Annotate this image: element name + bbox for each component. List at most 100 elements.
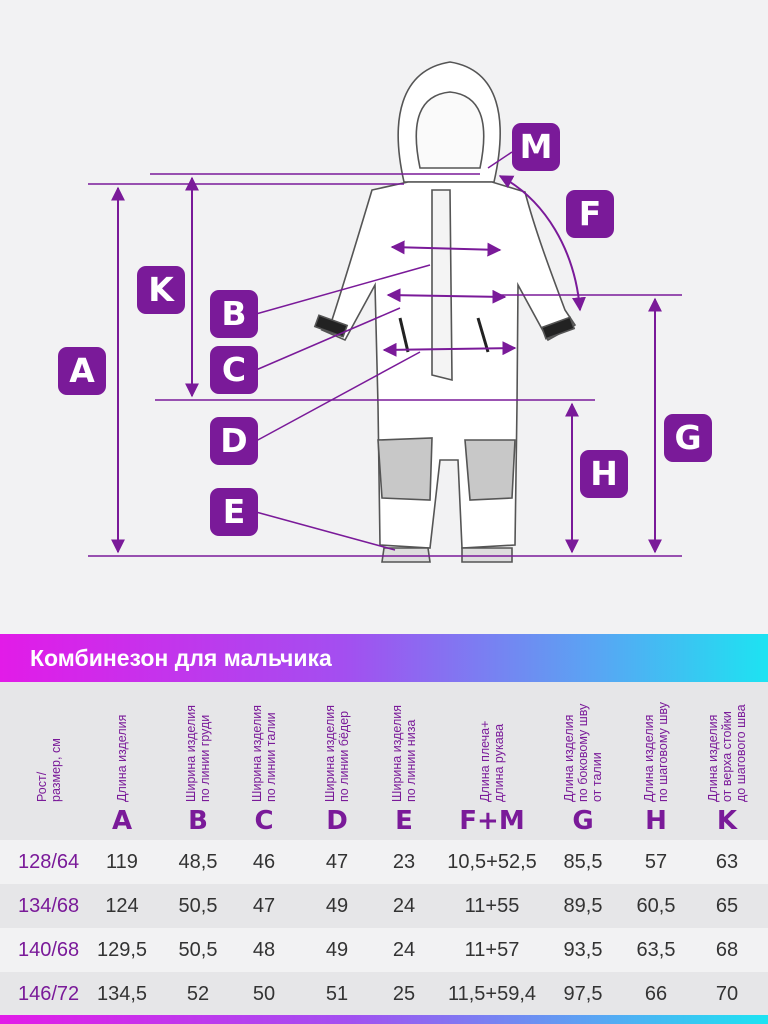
value-cell: 93,5 (563, 939, 603, 961)
reference-lines (88, 173, 682, 557)
header-caption-line: по линии груди (198, 714, 212, 802)
value-cell: 50,5 (178, 895, 218, 917)
table-title-bar: Комбинезон для мальчика (0, 634, 768, 682)
value-cell: 66 (644, 983, 668, 1005)
label-d: D (210, 417, 258, 465)
value-cell: 49 (325, 895, 349, 917)
header-caption-line: по линии низа (404, 719, 418, 802)
label-f: F (566, 190, 614, 238)
value-cell: 70 (715, 983, 739, 1005)
header-caption-line: Длина изделия (562, 714, 576, 802)
header-caption-line: длина рукава (492, 723, 506, 802)
header-caption-line: Длина изделия (706, 714, 720, 802)
value-cell: 50 (252, 983, 276, 1005)
value-cell: 134,5 (96, 983, 148, 1005)
header-letter: H (645, 806, 667, 836)
header-caption-line: Длина изделия (115, 714, 129, 802)
value-cell: 46 (252, 851, 276, 873)
header-caption-line: Длина плеча+ (478, 720, 492, 802)
dimension-arrows (111, 151, 662, 554)
value-cell: 49 (325, 939, 349, 961)
header-letter: E (395, 806, 413, 836)
header-letter: A (111, 806, 133, 836)
header-col-0: Рост/размер, см (14, 682, 84, 840)
header-letter: D (326, 806, 348, 836)
header-caption-line: Ширина изделия (390, 704, 404, 802)
value-cell: 51 (325, 983, 349, 1005)
value-cell: 129,5 (96, 939, 148, 961)
size-cell: 146/72 (18, 983, 80, 1005)
value-cell: 11+55 (464, 895, 520, 917)
value-cell: 47 (252, 895, 276, 917)
header-caption-line: размер, см (49, 738, 63, 802)
header-letter: G (572, 806, 594, 836)
value-cell: 97,5 (563, 983, 603, 1005)
value-cell: 48 (252, 939, 276, 961)
value-cell: 11,5+59,4 (447, 983, 537, 1005)
value-cell: 60,5 (636, 895, 676, 917)
header-caption: Длина плеча+длина рукава (478, 721, 506, 802)
value-cell: 10,5+52,5 (447, 851, 537, 873)
header-caption-line: по линии талии (264, 712, 278, 802)
table-row: 140/68 129,5 50,5 48 49 24 11+57 93,5 63,5 68 (0, 928, 768, 972)
header-caption-line: от талии (590, 752, 604, 802)
value-cell: 85,5 (563, 851, 603, 873)
value-cell: 25 (392, 983, 416, 1005)
value-cell: 57 (644, 851, 668, 873)
header-caption-line: Ширина изделия (323, 704, 337, 802)
size-cell: 134/68 (18, 895, 80, 917)
bottom-gradient-bar (0, 1015, 768, 1024)
value-cell: 119 (106, 851, 138, 873)
value-cell: 50,5 (178, 939, 218, 961)
header-letter: C (254, 806, 274, 836)
value-cell: 124 (105, 895, 139, 917)
table-row: 146/72 134,5 52 50 51 25 11,5+59,4 97,5 66 70 (0, 972, 768, 1016)
label-a: A (58, 347, 106, 395)
value-cell: 65 (715, 895, 739, 917)
label-g: G (664, 414, 712, 462)
header-caption-line: по боковому шву (576, 703, 590, 802)
value-cell: 47 (325, 851, 349, 873)
value-cell: 63,5 (636, 939, 676, 961)
value-cell: 52 (186, 983, 210, 1005)
garment-diagram (88, 61, 682, 563)
header-caption-line: от верха стойки (720, 711, 734, 802)
label-m: M (512, 123, 560, 171)
label-h: H (580, 450, 628, 498)
header-letter: B (188, 806, 208, 836)
value-cell: 68 (715, 939, 739, 961)
overall-sketch (88, 61, 682, 563)
size-cell: 140/68 (18, 939, 80, 961)
table-title: Комбинезон для мальчика (30, 645, 332, 671)
header-caption-line: Ширина изделия (250, 704, 264, 802)
header-caption: Длина изделия (115, 715, 129, 802)
label-b: B (210, 290, 258, 338)
header-caption-line: Длина изделия (642, 714, 656, 802)
header-caption-line: по шаговому шву (656, 702, 670, 802)
value-cell: 89,5 (563, 895, 603, 917)
header-letter: F+M (459, 806, 525, 836)
label-k: K (137, 266, 185, 314)
header-caption-line: до шагового шва (734, 704, 748, 802)
value-cell: 48,5 (178, 851, 218, 873)
header-caption: Рост/размер, см (35, 738, 63, 802)
value-cell: 11+57 (464, 939, 520, 961)
value-cell: 23 (392, 851, 416, 873)
value-cell: 24 (392, 939, 416, 961)
header-caption-line: по линии бёдер (337, 710, 351, 802)
label-e: E (210, 488, 258, 536)
